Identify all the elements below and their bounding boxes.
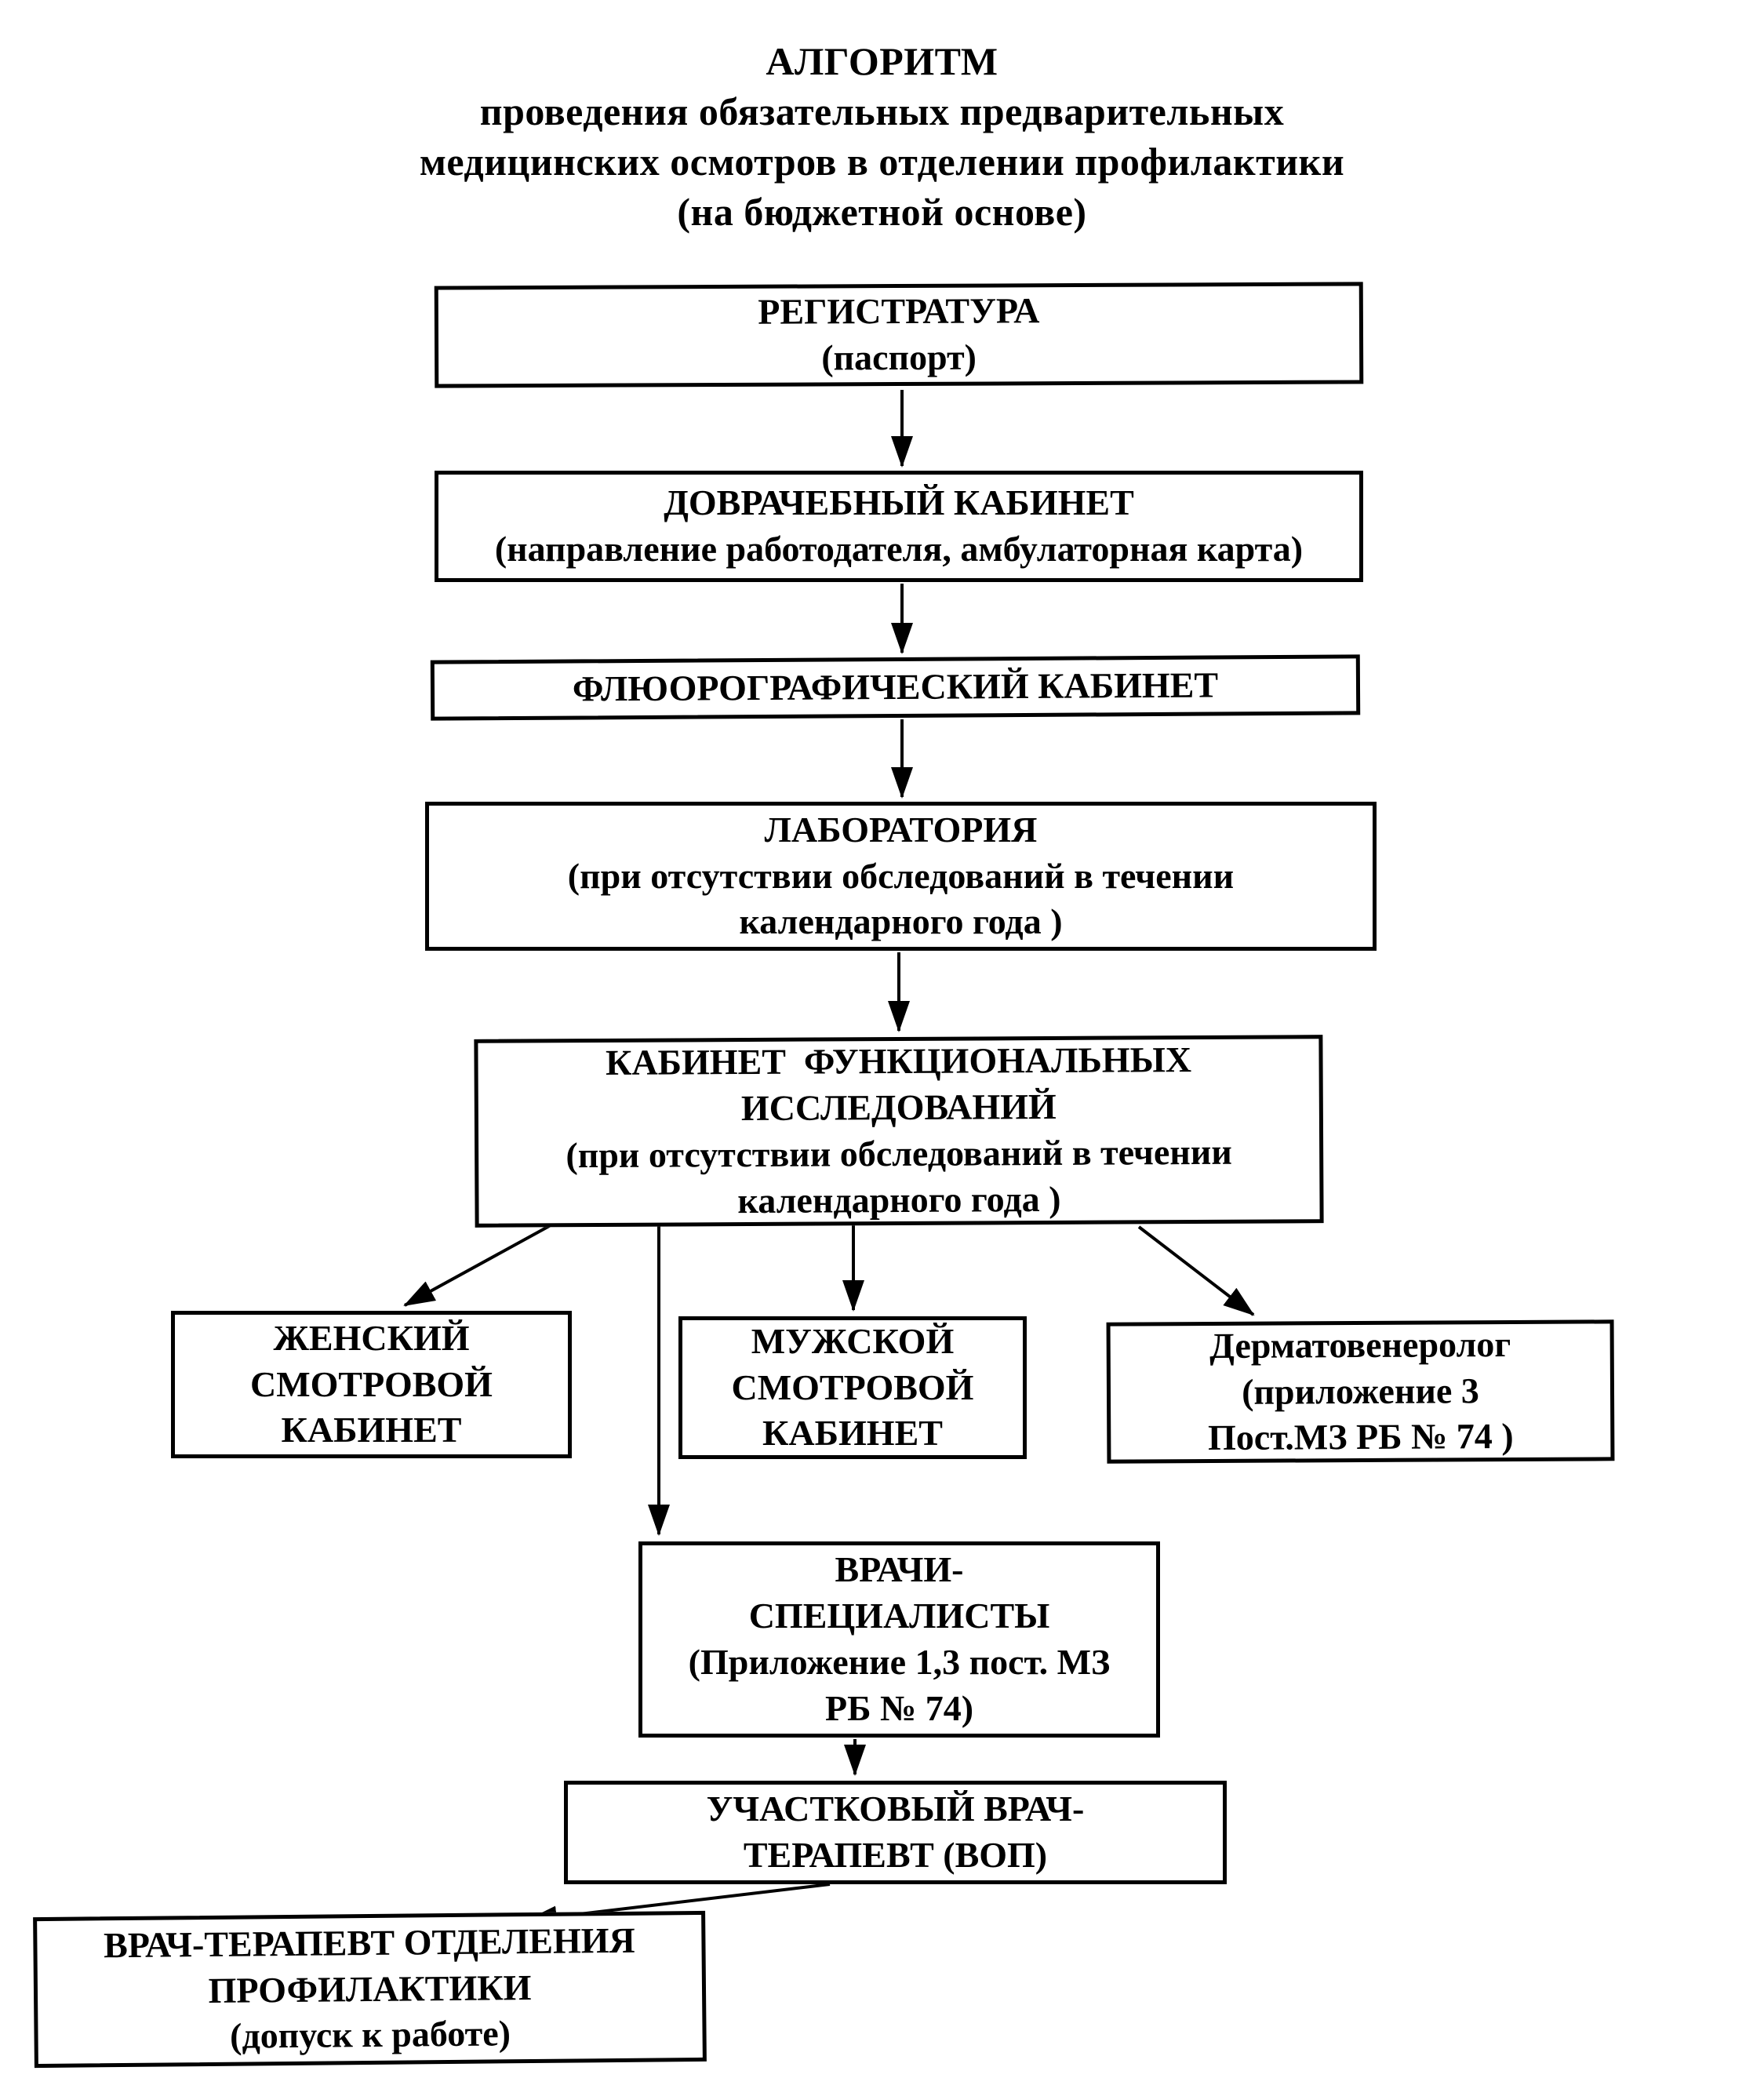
node-laboratoriya: ЛАБОРАТОРИЯ (при отсутствии обследований… (425, 802, 1377, 951)
node-line: (при отсутствии обследований в течении (566, 1131, 1232, 1176)
node-zhensky-smotrovoy-kabinet: ЖЕНСКИЙ СМОТРОВОЙ КАБИНЕТ (171, 1311, 572, 1458)
node-muzhskoy-smotrovoy-kabinet: МУЖСКОЙ СМОТРОВОЙ КАБИНЕТ (678, 1316, 1027, 1459)
node-vrachi-specialisty: ВРАЧИ- СПЕЦИАЛИСТЫ (Приложение 1,3 пост.… (638, 1541, 1160, 1738)
node-line: ВРАЧИ- (835, 1549, 964, 1590)
node-vrach-terapevt-otdeleniya-profilaktiki: ВРАЧ-ТЕРАПЕВТ ОТДЕЛЕНИЯ ПРОФИЛАКТИКИ (до… (33, 1910, 707, 2069)
node-line: (направление работодателя, амбулаторная … (494, 529, 1304, 569)
node-line: (при отсутствии обследований в течении (567, 855, 1235, 896)
diagram-title: АЛГОРИТМ проведения обязательных предвар… (0, 36, 1764, 237)
node-line: КАБИНЕТ (281, 1410, 462, 1450)
node-line: СМОТРОВОЙ (250, 1363, 493, 1404)
node-line: СПЕЦИАЛИСТЫ (748, 1596, 1050, 1636)
node-uchastkovy-vrach-terapevt: УЧАСТКОВЫЙ ВРАЧ- ТЕРАПЕВТ (ВОП) (564, 1781, 1227, 1884)
node-line: Пост.МЗ РБ № 74 ) (1207, 1416, 1514, 1458)
title-line: медицинских осмотров в отделении профила… (419, 140, 1345, 184)
node-line: Дерматовенеролог (1209, 1323, 1511, 1366)
node-line: КАБИНЕТ ФУНКЦИОНАЛЬНЫХ (605, 1039, 1192, 1083)
edge-funkcionalnyh-zhensky (403, 1224, 551, 1307)
node-kabinet-funkcionalnyh-issledovaniy: КАБИНЕТ ФУНКЦИОНАЛЬНЫХ ИССЛЕДОВАНИЙ (при… (474, 1035, 1324, 1228)
node-line: РЕГИСТРАТУРА (758, 290, 1040, 332)
node-line: календарного года ) (739, 901, 1063, 942)
node-line: УЧАСТКОВЫЙ ВРАЧ- (706, 1789, 1085, 1829)
node-line: ФЛЮОРОГРАФИЧЕСКИЙ КАБИНЕТ (572, 664, 1219, 709)
title-line: (на бюджетной основе) (677, 190, 1087, 234)
node-line: СМОТРОВОЙ (731, 1367, 974, 1407)
node-line: ИССЛЕДОВАНИЙ (740, 1086, 1057, 1129)
node-line: ЖЕНСКИЙ (273, 1317, 470, 1358)
node-line: (паспорт) (821, 337, 977, 378)
edge-funkcionalnyh-dermatovenerolog (1137, 1225, 1255, 1316)
node-line: ТЕРАПЕВТ (ВОП) (743, 1835, 1048, 1875)
title-line: АЛГОРИТМ (766, 39, 998, 83)
node-dermatovenerolog: Дерматовенеролог (приложение 3 Пост.МЗ Р… (1106, 1319, 1615, 1464)
node-line: (допуск к работе) (229, 2013, 511, 2057)
node-line: ПРОФИЛАКТИКИ (208, 1967, 532, 2011)
node-registratura: РЕГИСТРАТУРА (паспорт) (434, 282, 1364, 388)
node-line: РБ № 74) (824, 1687, 974, 1728)
node-line: МУЖСКОЙ (751, 1320, 955, 1361)
node-line: КАБИНЕТ (762, 1413, 943, 1454)
node-flyuorograficheskiy-kabinet: ФЛЮОРОГРАФИЧЕСКИЙ КАБИНЕТ (430, 654, 1361, 721)
node-line: календарного года ) (737, 1178, 1061, 1221)
node-line: ДОВРАЧЕБНЫЙ КАБИНЕТ (664, 482, 1134, 523)
node-line: (Приложение 1,3 пост. МЗ (688, 1642, 1111, 1682)
title-line: проведения обязательных предварительных (479, 89, 1285, 133)
node-dovrachebny-kabinet: ДОВРАЧЕБНЫЙ КАБИНЕТ (направление работод… (435, 471, 1363, 582)
node-line: ВРАЧ-ТЕРАПЕВТ ОТДЕЛЕНИЯ (103, 1920, 635, 1965)
node-line: (приложение 3 (1242, 1370, 1479, 1412)
node-line: ЛАБОРАТОРИЯ (764, 809, 1038, 850)
